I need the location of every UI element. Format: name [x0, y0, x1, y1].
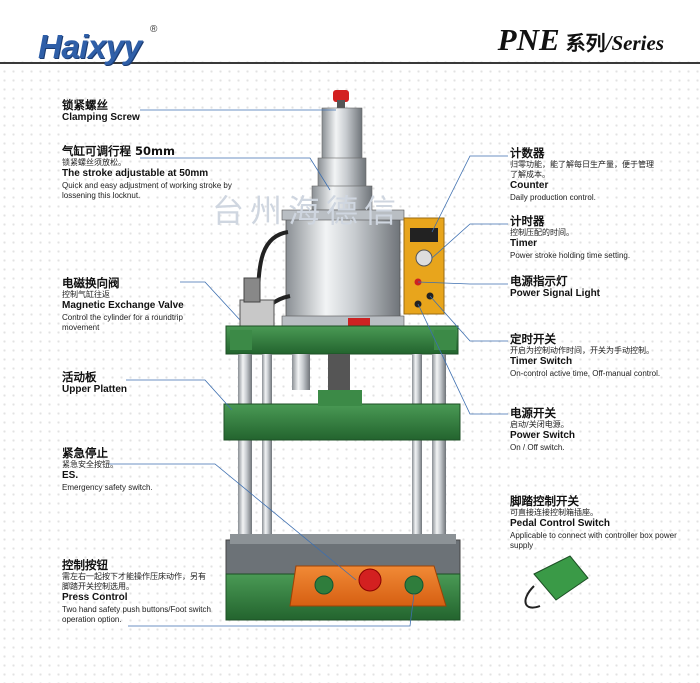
foot-pedal	[533, 555, 589, 601]
label-zh-sub: 锁紧螺丝须放松。	[62, 158, 126, 168]
stroke-adjust-tube	[321, 107, 363, 161]
label-en: Power Signal Light	[510, 288, 601, 300]
label-en-sub: Two hand safety push buttons/Foot switch…	[62, 604, 211, 624]
label-zh: 电源开关	[510, 406, 556, 420]
label-en: Timer	[510, 238, 538, 250]
label-upper-platen: 活动板 Upper Platten	[62, 370, 202, 397]
label-en-sub: Applicable to connect with controller bo…	[510, 530, 677, 550]
label-en: Power Switch	[510, 430, 576, 442]
label-zh: 紧急停止	[62, 446, 108, 460]
label-en: Press Control	[62, 592, 128, 604]
label-en: Upper Platten	[62, 384, 128, 396]
left-push-button	[314, 575, 334, 595]
label-zh: 计数器	[510, 146, 545, 160]
label-en: Timer Switch	[510, 356, 573, 368]
label-counter: 计数器 归零功能，能了解每日生产量，便于管理了解成本。 Counter Dail…	[510, 146, 660, 203]
label-emergency-stop: 紧急停止 紧急安全按钮。 ES. Emergency safety switch…	[62, 446, 212, 493]
series-en: /Series	[605, 31, 664, 55]
label-zh: 气缸可调行程 50mm	[62, 144, 175, 158]
label-zh: 活动板	[62, 370, 97, 384]
top-frame	[225, 325, 459, 355]
label-zh: 控制按钮	[62, 558, 108, 572]
label-en-sub: On / Off switch.	[510, 442, 565, 452]
label-zh: 电磁换向阀	[62, 276, 120, 290]
clamping-screw-cap	[333, 90, 349, 102]
leader-lines	[108, 109, 508, 627]
label-zh: 锁紧螺丝	[62, 98, 108, 112]
label-en: ES.	[62, 470, 79, 482]
label-power-switch: 电源开关 启动/关闭电源。 Power Switch On / Off swit…	[510, 406, 680, 453]
label-zh: 定时开关	[510, 332, 556, 346]
label-en-sub: Emergency safety switch.	[62, 482, 153, 492]
label-en-sub: On-control active time, Off-manual contr…	[510, 368, 661, 378]
emergency-stop-button	[358, 568, 382, 592]
label-zh-sub: 开启为控制动作时间，开关为手动控制。	[510, 346, 654, 356]
header-rule	[0, 62, 700, 64]
timer-dial	[415, 249, 433, 267]
air-hose	[256, 230, 289, 301]
air-cylinder	[285, 213, 401, 323]
series-zh: 系列	[565, 31, 606, 55]
brand-logo: Haixyy	[38, 28, 142, 65]
label-en-sub: Daily production control.	[510, 192, 596, 202]
series-model: PNE	[497, 22, 560, 57]
label-clamping-screw: 锁紧螺丝 Clamping Screw	[62, 98, 222, 125]
label-power-signal-light: 电源指示灯 Power Signal Light	[510, 274, 670, 301]
label-timer-switch: 定时开关 开启为控制动作时间，开关为手动控制。 Timer Switch On-…	[510, 332, 680, 379]
label-en: The stroke adjustable at 50mm	[62, 168, 209, 180]
right-push-button	[404, 575, 424, 595]
label-en: Pedal Control Switch	[510, 518, 611, 530]
label-magnetic-valve: 电磁换向阀 控制气缸往返 Magnetic Exchange Valve Con…	[62, 276, 202, 333]
label-en: Magnetic Exchange Valve	[62, 300, 184, 312]
label-press-control: 控制按钮 需左右一起按下才能操作压床动作，另有脚踏开关控制选用。 Press C…	[62, 558, 212, 625]
label-zh-sub: 紧急安全按钮。	[62, 460, 118, 470]
registered-mark: ®	[150, 24, 158, 35]
label-pedal-control: 脚踏控制开关 可直接连接控制箱插座。 Pedal Control Switch …	[510, 494, 680, 551]
label-en-sub: Power stroke holding time setting.	[510, 250, 631, 260]
label-stroke-adjustable: 气缸可调行程 50mm 锁紧螺丝须放松。 The stroke adjustab…	[62, 144, 237, 201]
label-zh: 计时器	[510, 214, 545, 228]
label-zh: 脚踏控制开关	[510, 494, 579, 508]
clamping-screw	[337, 100, 345, 110]
label-timer: 计时器 控制压配的时间。 Timer Power stroke holding …	[510, 214, 670, 261]
label-en: Counter	[510, 180, 549, 192]
label-en: Clamping Screw	[62, 112, 140, 124]
label-zh-sub: 启动/关闭电源。	[510, 420, 569, 430]
upper-platen	[223, 403, 461, 441]
label-zh-sub: 控制压配的时间。	[510, 228, 574, 238]
label-zh: 电源指示灯	[510, 274, 568, 288]
label-en-sub: Quick and easy adjustment of working str…	[62, 180, 232, 200]
label-zh-sub: 归零功能，能了解每日生产量，便于管理了解成本。	[510, 160, 654, 180]
label-zh-sub: 控制气缸往返	[62, 290, 110, 300]
label-en-sub: Control the cylinder for a roundtrip mov…	[62, 312, 183, 332]
label-zh-sub: 需左右一起按下才能操作压床动作，另有脚踏开关控制选用。	[62, 572, 206, 592]
label-zh-sub: 可直接连接控制箱插座。	[510, 508, 598, 518]
watermark: 台州海德信	[212, 192, 403, 230]
